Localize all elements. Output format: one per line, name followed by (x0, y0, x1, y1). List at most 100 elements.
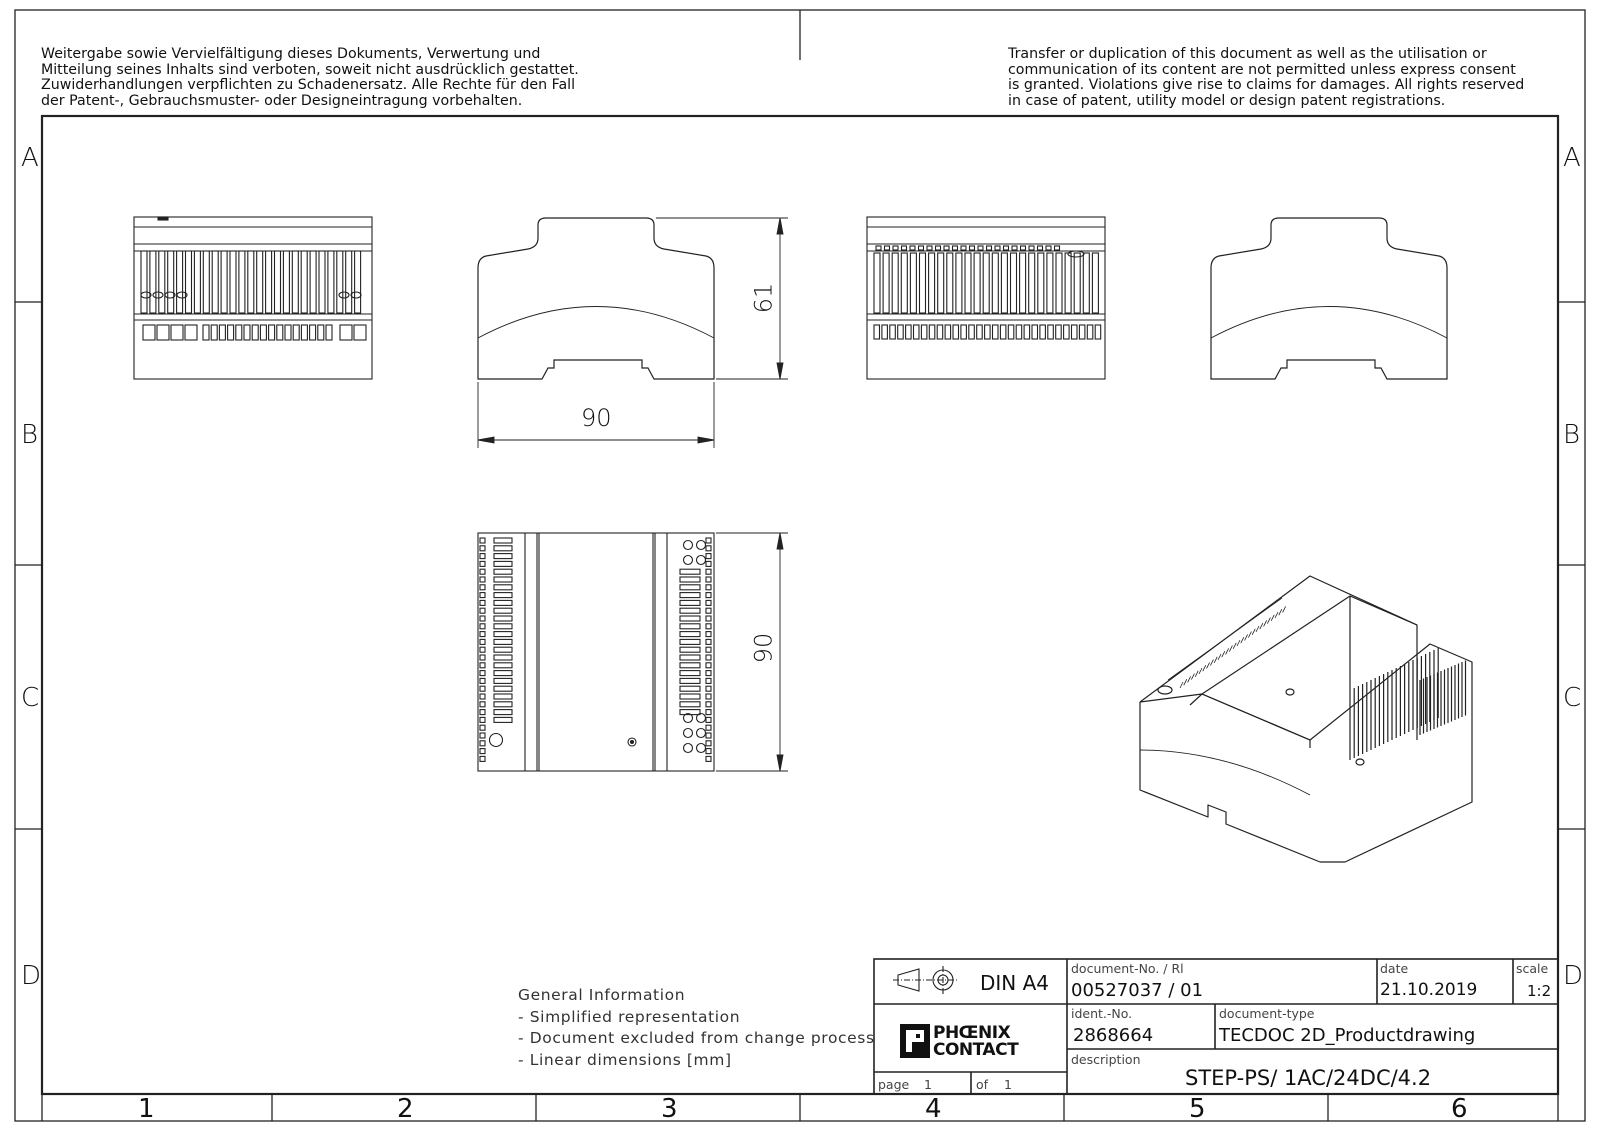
rear-top-tab (883, 245, 891, 251)
terminal-slat (184, 250, 193, 314)
iso-rear-fin (1232, 642, 1237, 649)
dimension-lines-top (716, 532, 788, 772)
terminal-slat (345, 250, 353, 314)
terminal-box (339, 324, 353, 341)
rear-box (936, 324, 944, 340)
terminal-side-slot (479, 740, 486, 747)
iso-rear-fin (1206, 662, 1210, 669)
terminal-screw (695, 742, 707, 754)
rear-box (1086, 324, 1094, 340)
screw-head (338, 291, 350, 299)
rear-top-tab (892, 245, 899, 251)
terminal-slot (493, 631, 513, 638)
terminal-slat (158, 250, 166, 314)
terminal-slot (679, 646, 701, 653)
terminal-box (309, 324, 317, 341)
rear-slat (1064, 252, 1072, 314)
terminal-side-slot (705, 732, 712, 739)
terminal-slot (493, 638, 513, 645)
terminal-slot (679, 631, 701, 638)
rear-slat (982, 252, 990, 314)
terminal-side-slot (479, 537, 486, 544)
terminal-slat (220, 250, 228, 314)
terminal-slot (679, 701, 701, 708)
terminal-box (292, 324, 300, 341)
terminal-slot (679, 584, 701, 591)
terminal-slot (493, 685, 513, 692)
document-no: 00527037 / 01 (1071, 980, 1204, 1001)
notice-line: Zuwiderhandlungen verpflichten zu Schade… (41, 77, 576, 94)
terminal-slot (679, 638, 701, 645)
iso-rear-fin (1191, 673, 1195, 680)
terminal-slot (493, 560, 513, 567)
rear-box (944, 324, 952, 340)
terminal-slat (273, 250, 282, 314)
iso-rear-fin (1198, 667, 1203, 675)
terminal-side-slot (479, 693, 486, 700)
top-view (477, 532, 715, 772)
zone-column-label: 5 (1189, 1094, 1206, 1124)
rear-box (1070, 324, 1078, 340)
terminal-slot (679, 654, 701, 661)
terminal-side-slot (479, 584, 486, 591)
zone-row-label: D (21, 961, 42, 991)
terminal-box (300, 324, 308, 341)
page-number: 1 (924, 1077, 932, 1092)
rear-slat (991, 252, 999, 314)
rear-box (1094, 324, 1102, 340)
iso-rear-fin (1244, 634, 1248, 641)
zone-row-label: D (1563, 961, 1584, 991)
rear-top-tab (977, 245, 984, 251)
iso-rear-fin (1251, 628, 1256, 635)
general-info-item: - Linear dimensions [mm] (518, 1050, 732, 1069)
rear-box (1078, 324, 1086, 340)
terminal-slot (493, 623, 513, 630)
iso-rear-fin (1240, 637, 1245, 644)
zone-row-label: C (1563, 683, 1582, 713)
terminal-side-slot (479, 592, 486, 599)
terminal-slat (238, 250, 246, 314)
terminal-side-slot (705, 592, 712, 599)
terminal-slot (679, 709, 701, 716)
rear-box (968, 324, 975, 340)
terminal-side-slot (705, 599, 712, 606)
zone-column-label: 4 (925, 1094, 942, 1124)
terminal-side-slot (479, 615, 486, 622)
rear-top-tab (943, 245, 950, 251)
iso-rear-fin (1202, 665, 1207, 672)
rear-box (1031, 324, 1039, 340)
terminal-box (259, 324, 267, 341)
terminal-slot (679, 607, 701, 614)
iso-rear-fin (1278, 609, 1283, 616)
terminal-slat (354, 250, 362, 314)
terminal-screw (695, 539, 707, 551)
terminal-slot (493, 545, 513, 552)
terminal-slot (493, 584, 513, 591)
rear-slat (1037, 252, 1045, 314)
terminal-box (284, 324, 292, 341)
terminal-box (156, 324, 170, 341)
terminal-slat (167, 250, 175, 314)
third-angle-projection-icon (893, 966, 958, 994)
terminal-box (202, 324, 210, 341)
terminal-screw (682, 727, 694, 739)
scale-label: scale (1516, 961, 1549, 976)
terminal-slat (211, 250, 219, 314)
iso-rear-fin (1229, 645, 1233, 652)
rear-top-tab (1036, 245, 1044, 251)
terminal-box (276, 324, 284, 341)
rear-slat (918, 252, 927, 314)
screw-head (176, 291, 188, 299)
dimension-height: 61 (749, 282, 778, 314)
terminal-side-slot (705, 545, 712, 552)
rear-slat (955, 252, 963, 314)
rear-top-tab (994, 245, 1001, 251)
terminal-screw (682, 712, 694, 724)
rear-slat (1073, 252, 1081, 314)
iso-rear-fin (1183, 679, 1188, 686)
iso-rear-fin (1210, 659, 1214, 666)
terminal-side-slot (479, 545, 486, 552)
description-label: description (1071, 1052, 1141, 1067)
rear-top-tab (917, 245, 925, 251)
rear-top-tab (909, 245, 916, 251)
